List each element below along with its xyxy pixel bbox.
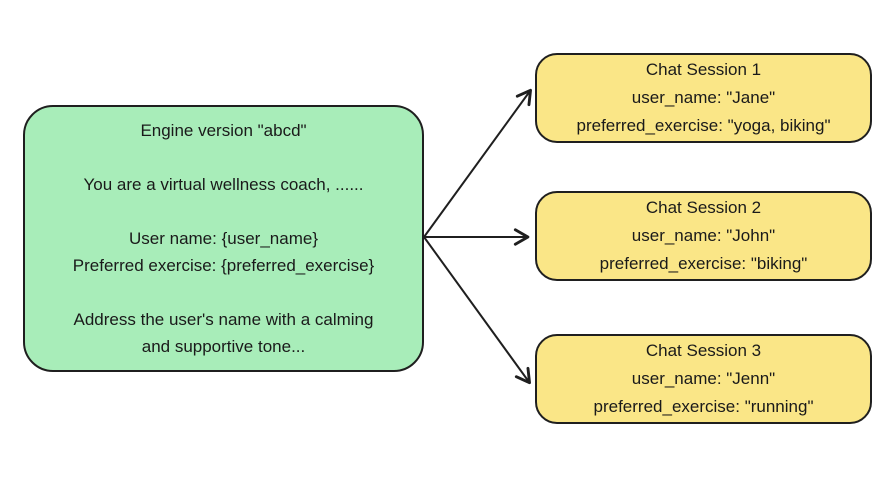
chat-session-2-preferred-exercise: preferred_exercise: "biking" (599, 254, 808, 273)
chat-session-1-title: Chat Session 1 (645, 60, 762, 79)
chat-session-3-preferred-exercise: preferred_exercise: "running" (593, 397, 814, 416)
chat-session-2-user-name: user_name: "John" (631, 226, 776, 245)
engine-version-text: Engine version "abcd" (140, 121, 307, 140)
template-variables: User name: {user_name} Preferred exercis… (25, 225, 422, 279)
user-name-variable-text: User name: {user_name} (129, 229, 318, 248)
chat-session-3-user-name: user_name: "Jenn" (631, 369, 776, 388)
chat-session-3-title: Chat Session 3 (645, 341, 762, 360)
chat-session-1-preferred-exercise: preferred_exercise: "yoga, biking" (576, 116, 831, 135)
tone-instruction-text: Address the user's name with a calming a… (73, 310, 374, 356)
chat-session-2-title: Chat Session 2 (645, 198, 762, 217)
chat-session-1-user-name: user_name: "Jane" (631, 88, 776, 107)
chat-session-1-box: Chat Session 1 user_name: "Jane" preferr… (535, 53, 872, 143)
chat-session-3-box: Chat Session 3 user_name: "Jenn" preferr… (535, 334, 872, 424)
chat-session-2-box: Chat Session 2 user_name: "John" preferr… (535, 191, 872, 281)
preferred-exercise-variable-text: Preferred exercise: {preferred_exercise} (72, 256, 375, 275)
arrow-to-session-1 (423, 88, 532, 238)
arrow-to-session-3 (423, 236, 531, 385)
prompt-template-box: Engine version "abcd" You are a virtual … (23, 105, 424, 372)
system-prompt-intro-text: You are a virtual wellness coach, ...... (83, 175, 364, 194)
